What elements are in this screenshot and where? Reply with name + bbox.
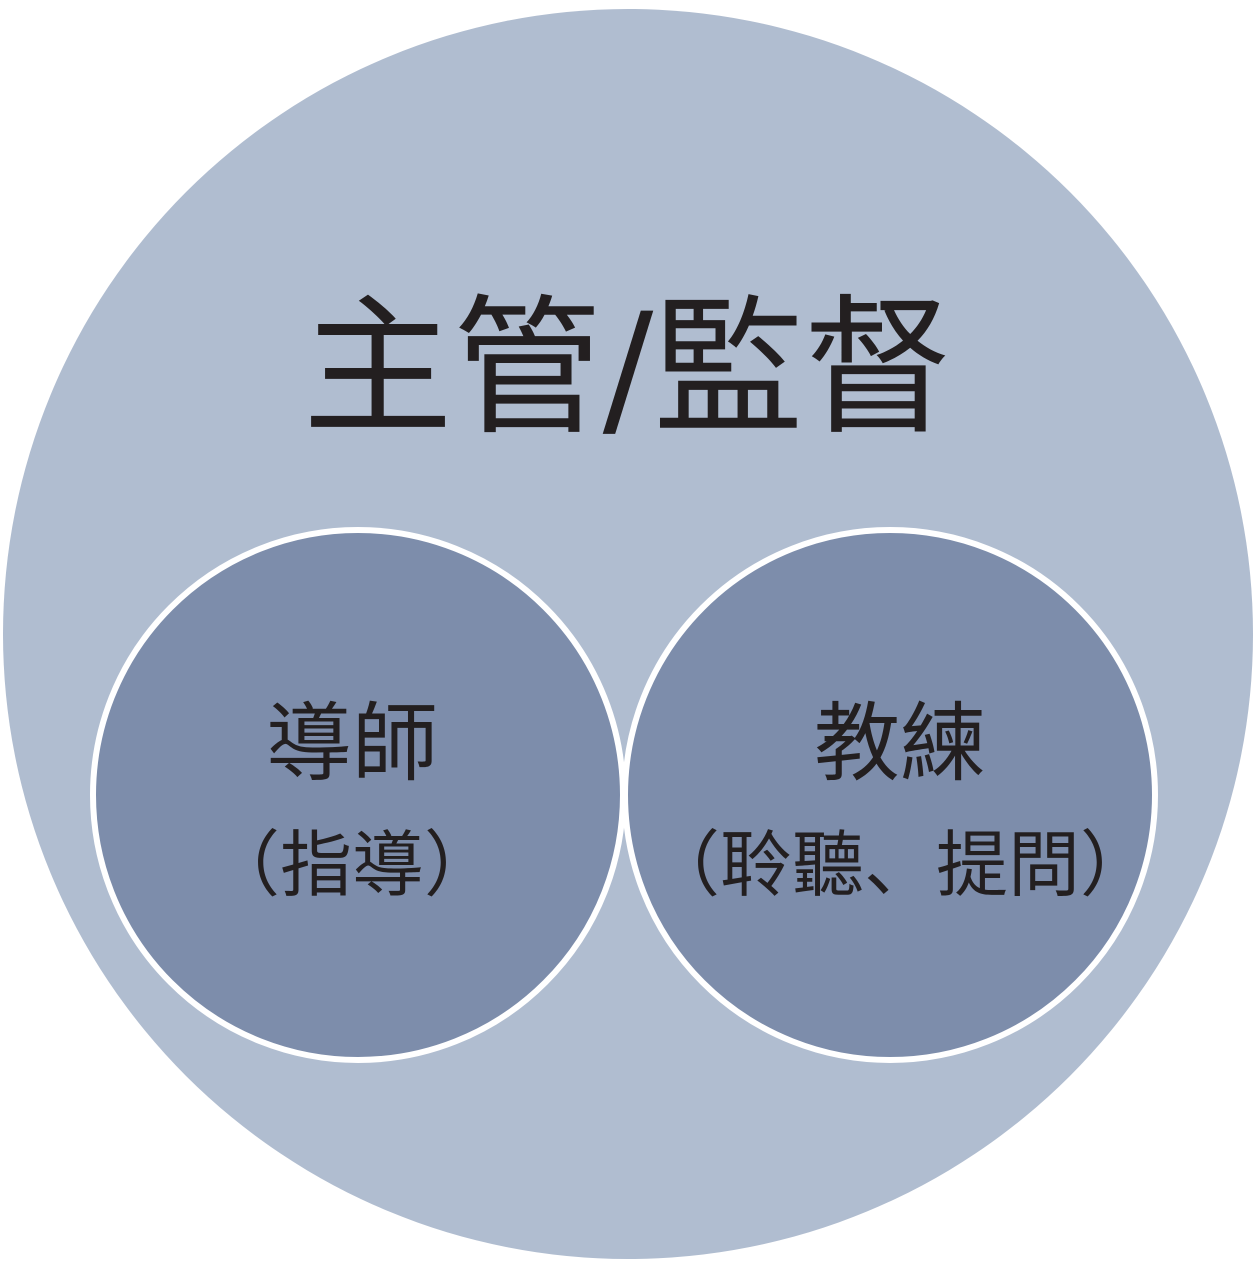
- right-circle-subtitle: （聆聽、提問）: [648, 823, 1152, 907]
- left-circle-title: 導師: [266, 694, 438, 794]
- outer-title: 主管/監督: [303, 282, 954, 456]
- right-circle-outline: [622, 527, 1158, 1063]
- right-circle-coach: [625, 530, 1155, 1060]
- left-circle-subtitle: （指導）: [208, 823, 496, 907]
- right-circle-title: 教練: [814, 694, 986, 794]
- left-circle-mentor: [93, 530, 623, 1060]
